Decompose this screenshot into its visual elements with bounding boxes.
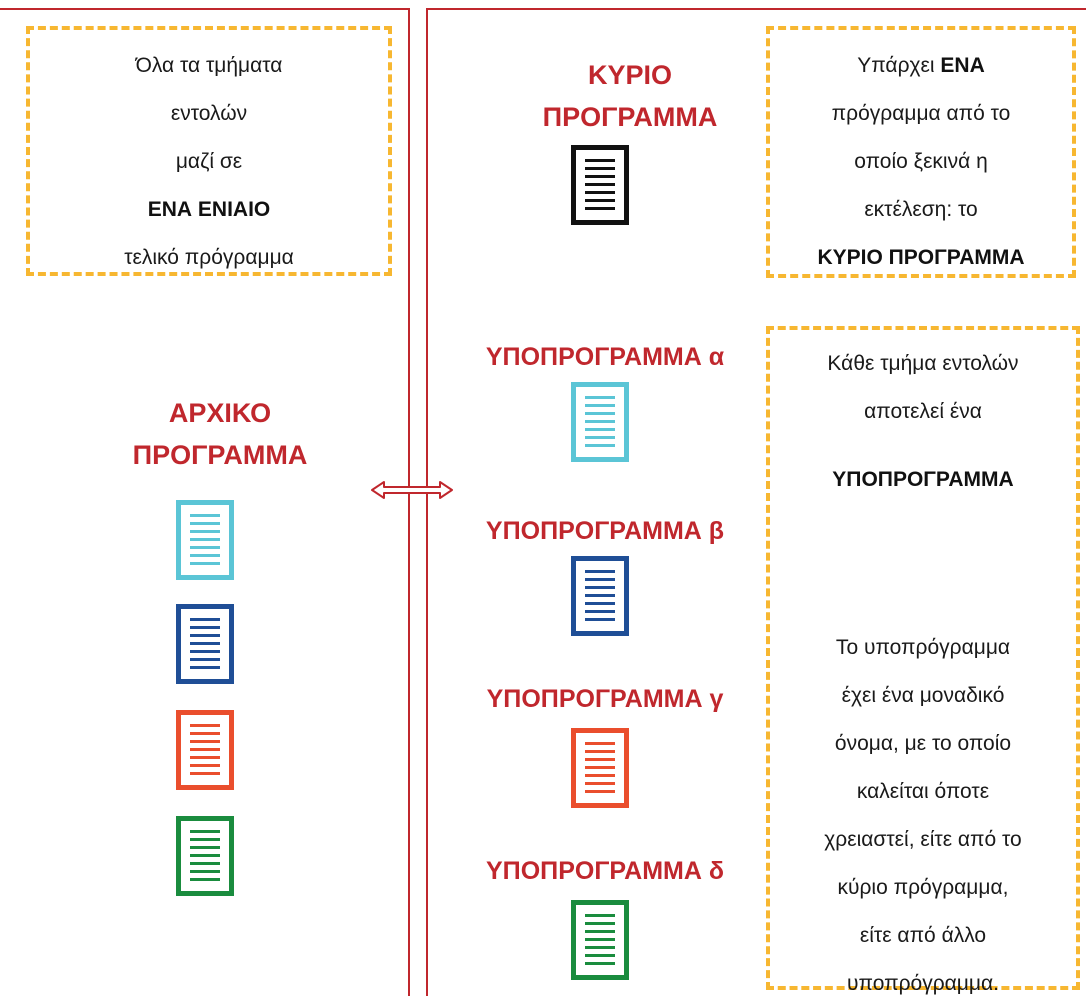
right-panel: [426, 8, 1086, 996]
sub-note-line-bold: ΥΠΟΠΡΟΓΡΑΜΜΑ: [832, 468, 1014, 491]
document-icon: [571, 145, 629, 225]
main-program-note: Υπάρχει ΕΝΑ πρόγραμμα από το οποίο ξεκιν…: [766, 26, 1076, 278]
double-arrow-icon: [371, 481, 453, 499]
document-icon: [176, 816, 234, 896]
document-icon: [571, 556, 629, 636]
subprogram-b-title: ΥΠΟΠΡΟΓΡΑΜΜΑ β: [485, 517, 725, 545]
main-note-line: Υπάρχει ΕΝΑ: [770, 42, 1072, 90]
main-program-title-line: ΠΡΟΓΡΑΜΜΑ: [542, 102, 718, 132]
left-note-line: Όλα τα τμήματα: [135, 54, 283, 77]
main-note-line-bold: ΚΥΡΙΟ ΠΡΟΓΡΑΜΜΑ: [817, 246, 1025, 269]
sub-note-line: έχει ένα μοναδικό: [841, 684, 1005, 707]
main-note-text: Υπάρχει: [857, 54, 941, 77]
left-note-line-bold: ΕΝΑ ΕΝΙΑΙΟ: [147, 198, 271, 221]
document-icon: [176, 500, 234, 580]
left-panel: [0, 8, 410, 996]
subprogram-a-title: ΥΠΟΠΡΟΓΡΑΜΜΑ α: [485, 343, 725, 371]
sub-note-line: είτε από άλλο: [859, 924, 987, 947]
document-icon: [176, 604, 234, 684]
initial-program-title-line: ΠΡΟΓΡΑΜΜΑ: [132, 440, 308, 470]
initial-program-title-line: ΑΡΧΙΚΟ: [168, 398, 272, 428]
main-program-title-line: ΚΥΡΙΟ: [587, 60, 673, 90]
main-program-title: ΚΥΡΙΟ ΠΡΟΓΡΑΜΜΑ: [530, 54, 730, 138]
sub-note-line: αποτελεί ένα: [864, 400, 982, 423]
left-note-line: τελικό πρόγραμμα: [124, 246, 294, 269]
main-note-line: πρόγραμμα από το: [831, 102, 1011, 125]
sub-note-line: κύριο πρόγραμμα,: [837, 876, 1009, 899]
sub-note-line: Κάθε τμήμα εντολών: [827, 352, 1019, 375]
main-note-line: οποίο ξεκινά η: [854, 150, 988, 173]
subprogram-d-title: ΥΠΟΠΡΟΓΡΑΜΜΑ δ: [485, 857, 725, 885]
document-icon: [176, 710, 234, 790]
main-note-bold: ΕΝΑ: [940, 54, 985, 77]
subprogram-note: Κάθε τμήμα εντολών αποτελεί ένα ΥΠΟΠΡΟΓΡ…: [766, 326, 1080, 995]
left-note-line: μαζί σε: [175, 150, 243, 173]
sub-note-line: υποπρόγραμμα.: [847, 972, 999, 995]
left-note: Όλα τα τμήματα εντολών μαζί σε ΕΝΑ ΕΝΙΑΙ…: [26, 26, 392, 276]
main-note-line: εκτέλεση: το: [864, 198, 978, 221]
sub-note-line: Το υποπρόγραμμα: [835, 636, 1011, 659]
sub-note-line: όνομα, με το οποίο: [834, 732, 1012, 755]
document-icon: [571, 900, 629, 980]
document-icon: [571, 382, 629, 462]
subprogram-c-title: ΥΠΟΠΡΟΓΡΑΜΜΑ γ: [486, 685, 724, 713]
initial-program-title: ΑΡΧΙΚΟ ΠΡΟΓΡΑΜΜΑ: [110, 392, 330, 476]
sub-note-line: καλείται όποτε: [856, 780, 990, 803]
left-note-line: εντολών: [170, 102, 248, 125]
sub-note-line: χρειαστεί, είτε από το: [824, 828, 1022, 851]
document-icon: [571, 728, 629, 808]
